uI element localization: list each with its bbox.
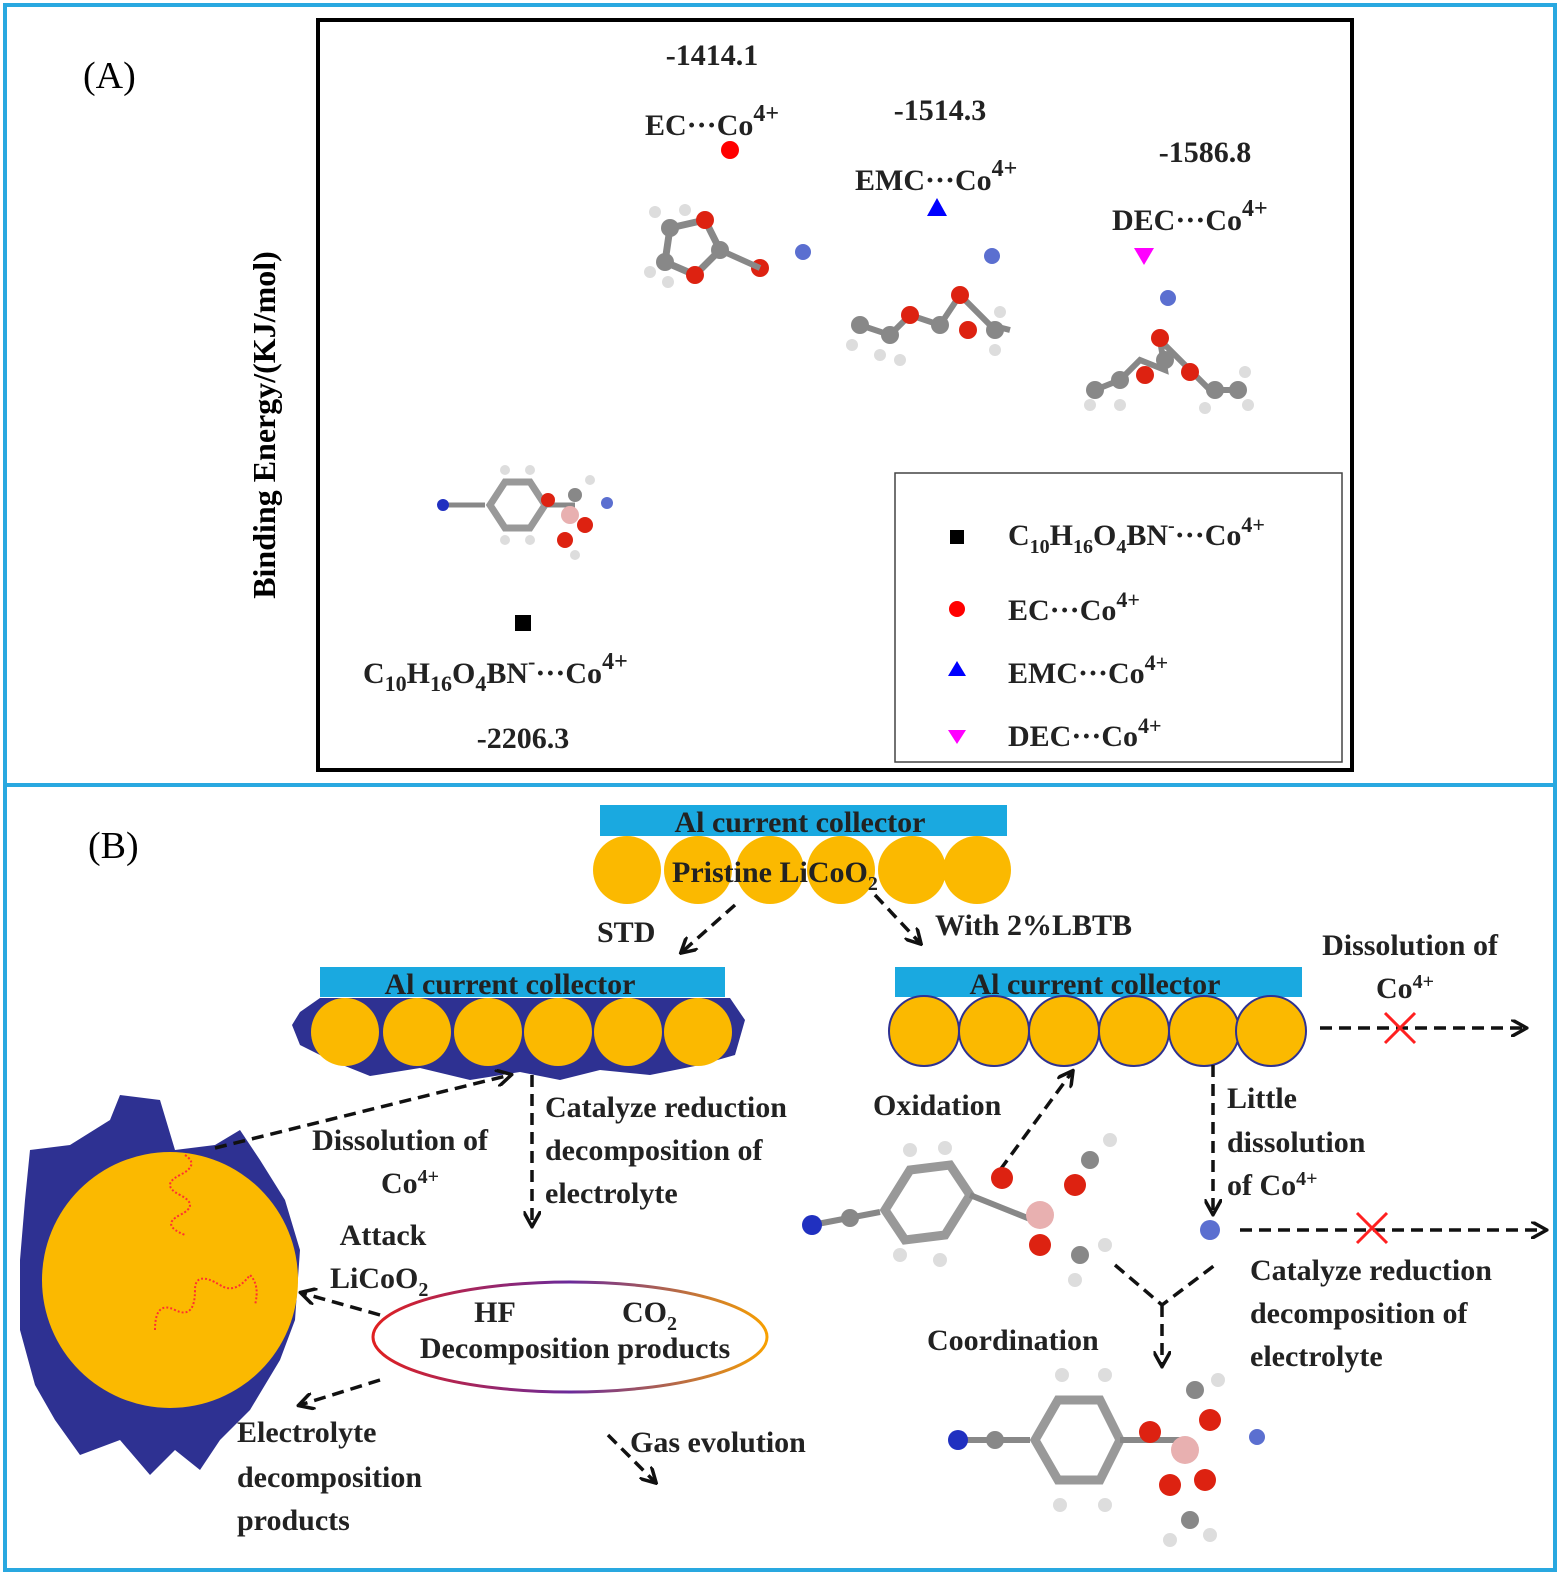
plot-area (316, 18, 1354, 772)
al-collector-top (600, 805, 1007, 836)
lbtb-anion-molecule-icon (802, 1133, 1117, 1287)
electrolyte-products-line2: decomposition (237, 1461, 422, 1494)
lbtb-arrow (873, 893, 920, 943)
dec-molecule-icon (1084, 290, 1254, 414)
al-collector-std (320, 967, 725, 997)
co2-label: CO2 (622, 1296, 677, 1335)
emc-molecule-icon (846, 248, 1011, 366)
legend: C10H16O4BN-···Co4+ EC···Co4+ EMC···Co4+ … (894, 472, 1343, 763)
co4-left-label: Co4+ (381, 1166, 439, 1200)
dissolution-left-label: Dissolution of (312, 1124, 489, 1157)
label-emc: EMC···Co4+ (855, 156, 1017, 197)
oxidation-arrow (998, 1072, 1072, 1172)
panel-a-label: (A) (83, 55, 136, 97)
al-collector-std-label: Al current collector (384, 968, 635, 1001)
catalyze-right-line1: Catalyze reduction (1250, 1254, 1492, 1287)
lbtb-particles (888, 995, 1307, 1067)
legend-entry-lbtb: C10H16O4BN-···Co4+ (1008, 512, 1265, 558)
std-arrow (682, 903, 737, 952)
panel-b-label: (B) (88, 825, 139, 867)
lbtb-molecule-icon (437, 465, 613, 560)
legend-marker-emc (948, 661, 966, 676)
co4-right-label: Co4+ (1376, 971, 1434, 1005)
coordination-merge-lines (1113, 1263, 1217, 1365)
marker-dec (1134, 248, 1154, 265)
pristine-particles (593, 836, 1011, 904)
marker-ec (721, 141, 739, 159)
catalyze-right-line3: electrolyte (1250, 1340, 1383, 1373)
dissolution-left-arrow (214, 1075, 510, 1150)
catalyze-left-line1: Catalyze reduction (545, 1091, 787, 1124)
value-ec: -1414.1 (666, 39, 759, 72)
co-ion-icon (795, 244, 811, 260)
with-lbtb-label: With 2%LBTB (935, 909, 1132, 942)
std-label: STD (597, 916, 655, 949)
crack-icon (154, 1273, 258, 1331)
marker-lbtb (515, 615, 531, 631)
blocked-x-icon (1383, 1011, 1417, 1045)
label-ec: EC···Co4+ (645, 101, 779, 142)
decomposition-products-label: Decomposition products (420, 1332, 730, 1365)
attack-licoo2-label: LiCoO2 (330, 1262, 428, 1301)
little-dissolution-line2: dissolution (1227, 1126, 1366, 1159)
legend-marker-lbtb (950, 530, 964, 544)
catalyze-right-line2: decomposition of (1250, 1297, 1469, 1330)
co-ion-icon (984, 248, 1000, 264)
pristine-label: Pristine LiCoO2 (672, 856, 878, 895)
coordinated-complex-icon (948, 1368, 1265, 1547)
y-axis-label: Binding Energy/(KJ/mol) (246, 251, 282, 599)
value-dec: -1586.8 (1159, 136, 1252, 169)
electrolyte-products-line1: Electrolyte (237, 1416, 376, 1449)
panel-b-frame (3, 783, 1557, 1572)
electrolyte-products-line3: products (237, 1504, 350, 1537)
al-collector-lbtb-label: Al current collector (969, 968, 1220, 1001)
gas-arrow (606, 1433, 655, 1482)
oxidation-label: Oxidation (873, 1089, 1002, 1122)
al-collector-top-label: Al current collector (674, 806, 925, 839)
crack-icon (169, 1154, 193, 1236)
co-ion-icon (601, 497, 613, 509)
marker-emc (927, 198, 947, 216)
dissolution-right-label: Dissolution of (1322, 929, 1499, 962)
catalyze-left-line2: decomposition of (545, 1134, 764, 1167)
legend-entry-ec: EC···Co4+ (1008, 587, 1140, 627)
legend-marker-ec (949, 601, 965, 617)
gas-evolution-label: Gas evolution (630, 1426, 806, 1459)
co-ion-icon (1160, 290, 1176, 306)
deposit-arrow (300, 1378, 381, 1405)
attack-label: Attack (340, 1219, 427, 1252)
decomposition-products-ellipse (371, 1280, 769, 1394)
legend-entry-emc: EMC···Co4+ (1008, 650, 1168, 690)
al-collector-lbtb (895, 967, 1302, 997)
value-emc: -1514.3 (894, 94, 987, 127)
catalyze-left-line3: electrolyte (545, 1177, 678, 1210)
co-ion-icon (1200, 1220, 1220, 1240)
legend-marker-dec (948, 730, 966, 744)
std-particles (311, 998, 732, 1066)
little-dissolution-line1: Little (1227, 1082, 1297, 1115)
value-lbtb: -2206.3 (477, 722, 570, 755)
hf-label: HF (474, 1296, 516, 1329)
attack-arrow (302, 1293, 381, 1317)
label-dec: DEC···Co4+ (1112, 196, 1268, 237)
coordination-label: Coordination (927, 1324, 1099, 1357)
label-lbtb: C10H16O4BN-···Co4+ (363, 649, 628, 696)
little-dissolution-line3: of Co4+ (1227, 1168, 1318, 1202)
co-ion-icon (1249, 1429, 1265, 1445)
big-particle (42, 1152, 298, 1408)
legend-entry-dec: DEC···Co4+ (1008, 713, 1162, 753)
ec-molecule-icon (644, 204, 811, 288)
blocked-x-icon (1355, 1211, 1389, 1245)
